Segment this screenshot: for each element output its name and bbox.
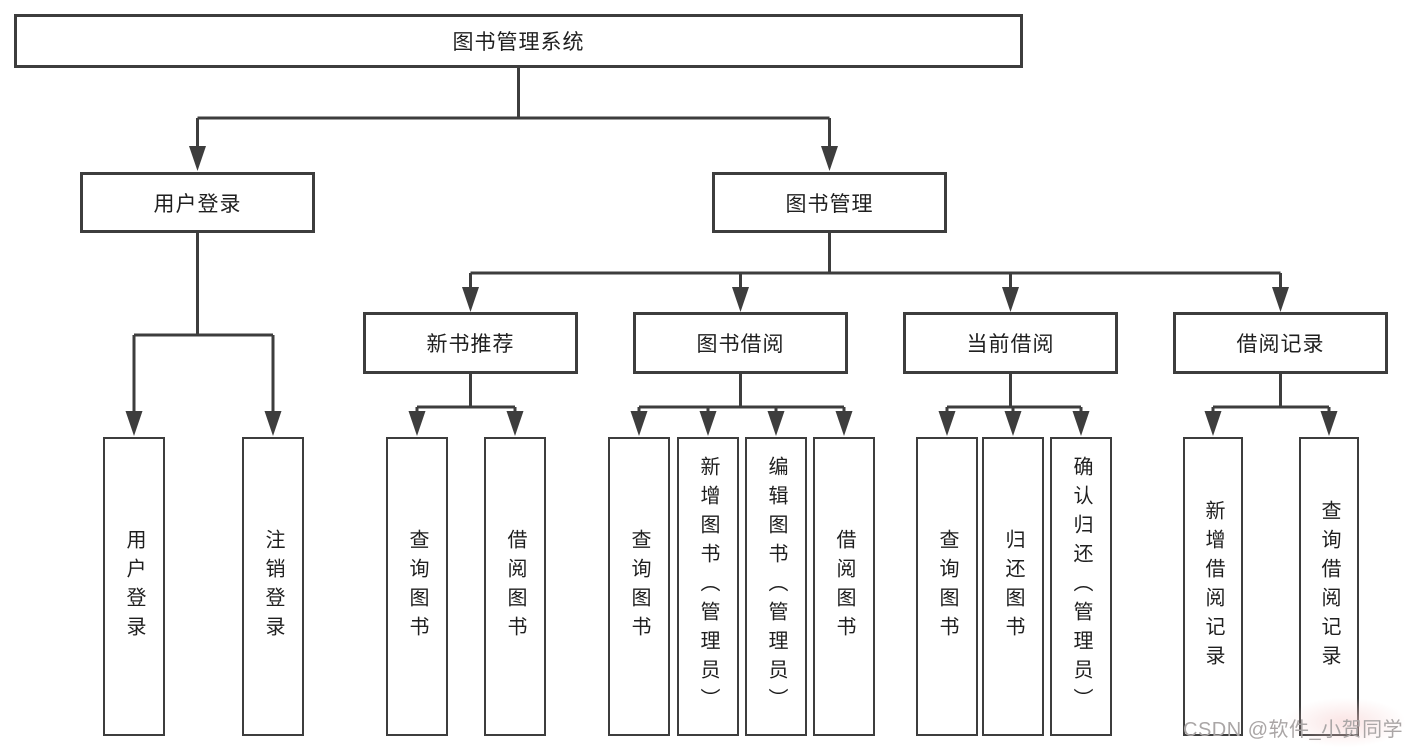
arrowhead [189, 146, 206, 171]
node-borrow-records: 借阅记录 [1173, 312, 1388, 374]
arrowhead [835, 411, 853, 436]
arrowhead [1002, 287, 1019, 312]
arrowhead [408, 411, 426, 436]
leaf-return-books: 归还图书 [982, 437, 1044, 736]
arrowhead [506, 411, 524, 436]
leaf-borrow-books-recommend: 借阅图书 [484, 437, 546, 736]
arrowhead [1004, 411, 1022, 436]
leaf-query-books-recommend: 查询图书 [386, 437, 448, 736]
arrowhead [821, 146, 838, 171]
leaf-add-books-admin: 新增图书（管理员） [677, 437, 739, 736]
arrowhead [125, 411, 143, 436]
arrowhead [1072, 411, 1090, 436]
arrowhead [462, 287, 479, 312]
leaf-edit-books-admin: 编辑图书（管理员） [745, 437, 807, 736]
leaf-query-borrow-record: 查询借阅记录 [1299, 437, 1359, 736]
arrowhead [1204, 411, 1222, 436]
leaf-query-books-current: 查询图书 [916, 437, 978, 736]
arrowhead [264, 411, 282, 436]
node-book-management: 图书管理 [712, 172, 947, 233]
leaf-borrow-books: 借阅图书 [813, 437, 875, 736]
leaf-logout: 注销登录 [242, 437, 304, 736]
arrowhead [699, 411, 717, 436]
arrowhead [938, 411, 956, 436]
node-book-borrow: 图书借阅 [633, 312, 848, 374]
arrowhead [732, 287, 749, 312]
arrowhead [1320, 411, 1338, 436]
node-new-book-recommend: 新书推荐 [363, 312, 578, 374]
arrowhead [767, 411, 785, 436]
node-current-borrow: 当前借阅 [903, 312, 1118, 374]
leaf-confirm-return-admin: 确认归还（管理员） [1050, 437, 1112, 736]
node-user-login: 用户登录 [80, 172, 315, 233]
leaf-user-login: 用户登录 [103, 437, 165, 736]
leaf-add-borrow-record: 新增借阅记录 [1183, 437, 1243, 736]
arrowhead [1272, 287, 1289, 312]
arrowhead [630, 411, 648, 436]
leaf-query-books-borrow: 查询图书 [608, 437, 670, 736]
node-library-system: 图书管理系统 [14, 14, 1023, 68]
arrowheads [125, 146, 1338, 436]
watermark-text: CSDN @软件_小贺同学 [1183, 719, 1404, 741]
